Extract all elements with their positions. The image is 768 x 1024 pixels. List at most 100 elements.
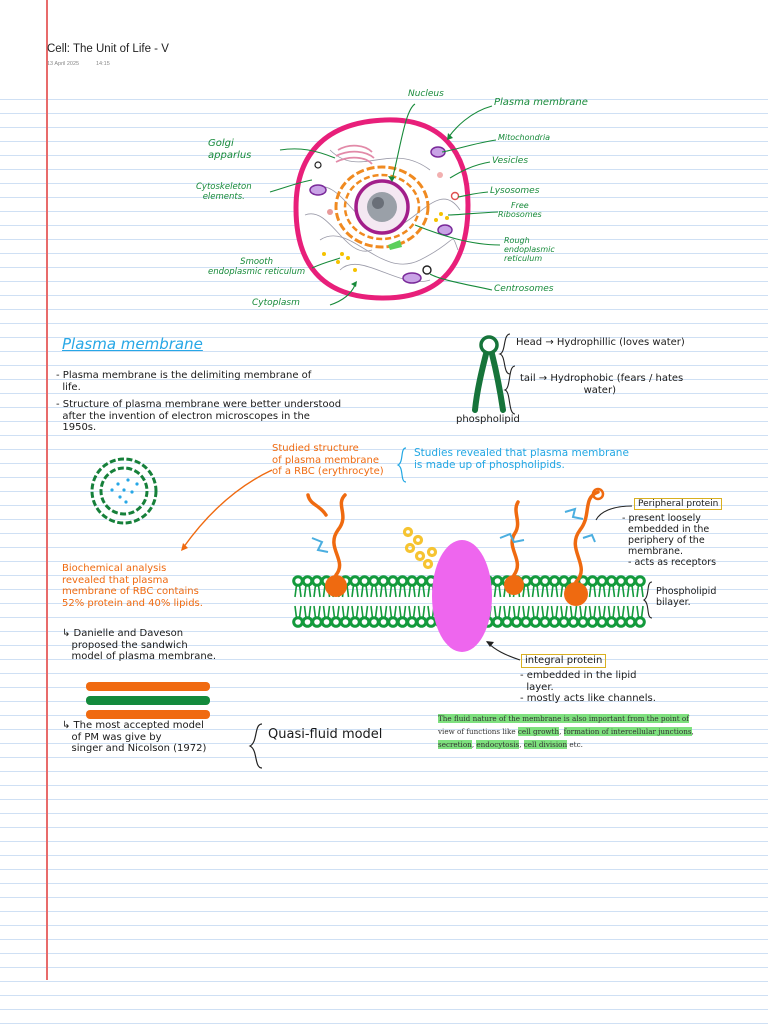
bilayer-tail	[313, 584, 321, 598]
bilayer-tail	[294, 605, 302, 619]
phospholipid-label: phospholipid	[456, 414, 520, 425]
sandwich-model	[86, 682, 210, 719]
excerpt-junctions: formation of intercellular junctions	[563, 727, 692, 736]
excerpt-line-3f: etc.	[567, 740, 583, 749]
note-quasi-fluid-model: Quasi-fluid model	[268, 727, 383, 742]
bilayer-head	[596, 575, 608, 587]
excerpt-line-3d: ,	[519, 740, 524, 749]
bilayer-tail	[617, 605, 625, 619]
bilayer-tail	[360, 584, 369, 598]
bilayer-head	[567, 616, 580, 628]
bilayer-tail	[389, 605, 397, 619]
label-free-ribosomes: Free Ribosomes	[498, 201, 542, 220]
bilayer-tail	[626, 584, 635, 598]
bilayer-head	[615, 575, 627, 587]
bilayer-tail	[313, 605, 321, 619]
bilayer-head	[491, 575, 504, 587]
bilayer-head	[368, 616, 380, 628]
bilayer-head	[558, 616, 570, 628]
bilayer-head	[406, 575, 418, 587]
bilayer-tail	[294, 584, 302, 598]
bilayer-head	[548, 616, 561, 628]
bilayer-head	[396, 575, 409, 587]
bilayer-head	[415, 616, 428, 628]
excerpt-line-2e: ,	[691, 727, 694, 736]
bilayer-tail	[550, 605, 559, 619]
bilayer-tail	[303, 605, 312, 619]
label-golgi: Golgi apparlus	[208, 138, 252, 161]
bilayer-tail	[379, 584, 388, 598]
label-vesicles: Vesicles	[492, 156, 529, 166]
peripheral-protein-label: Peripheral protein	[634, 498, 723, 511]
bilayer-tail	[522, 605, 530, 619]
bilayer-head	[586, 575, 599, 587]
bilayer-head	[330, 616, 342, 628]
label-rough-er: Rough endoplasmic reticulum	[504, 236, 555, 264]
bilayer-head	[349, 616, 361, 628]
phospholipid-icon	[472, 333, 516, 415]
bilayer-head	[387, 616, 399, 628]
bilayer-head	[558, 575, 570, 587]
phospholipid-head-note: Head → Hydrophillic (loves water)	[516, 337, 685, 348]
bilayer-tail	[541, 605, 549, 619]
label-plasma-membrane: Plasma membrane	[494, 97, 588, 108]
bilayer-tail	[493, 605, 502, 619]
bilayer-tail	[417, 605, 426, 619]
excerpt-line-1: The fluid nature of the membrane is also…	[438, 714, 689, 723]
bilayer-head	[539, 616, 551, 628]
bilayer-tail	[636, 605, 644, 619]
bilayer-head	[634, 575, 646, 587]
bilayer-tail	[341, 605, 350, 619]
bilayer-tail	[332, 605, 340, 619]
bilayer-head	[349, 575, 361, 587]
bilayer-head	[586, 616, 599, 628]
note-point-2: - Structure of plasma membrane were bett…	[56, 399, 342, 433]
bilayer-head	[406, 616, 418, 628]
bilayer-tail	[322, 605, 331, 619]
page-date: 13 April 2025	[47, 61, 80, 67]
bilayer-tail	[531, 584, 540, 598]
note-most-accepted: ↳ The most accepted model of PM was give…	[62, 720, 207, 754]
page-title: Cell: The Unit of Life - V	[47, 43, 169, 55]
bilayer-tail	[531, 605, 540, 619]
bilayer-head	[292, 575, 304, 587]
bilayer-tail	[550, 584, 559, 598]
excerpt-line-3b: ,	[471, 740, 477, 749]
label-mitochondria: Mitochondria	[498, 133, 551, 142]
note-studies-revealed: Studies revealed that plasma membrane is…	[414, 447, 629, 472]
bilayer-tail	[636, 584, 644, 598]
bilayer-head	[510, 616, 523, 628]
bilayer-head	[311, 616, 323, 628]
bilayer-tail	[379, 605, 388, 619]
excerpt-cell-growth: cell growth	[517, 727, 560, 736]
bilayer-tail	[370, 584, 378, 598]
bilayer-head	[320, 616, 333, 628]
bilayer-head	[529, 575, 542, 587]
textbook-excerpt: The fluid nature of the membrane is also…	[438, 712, 750, 751]
margin-line	[46, 0, 48, 980]
bilayer-head	[605, 575, 618, 587]
bilayer-tail	[408, 584, 416, 598]
bilayer-head	[301, 575, 314, 587]
bilayer-head	[634, 616, 646, 628]
plasma-membrane-heading: Plasma membrane	[62, 335, 203, 353]
integral-protein-note: - embedded in the lipid layer. - mostly …	[520, 670, 656, 704]
bilayer-head	[368, 575, 380, 587]
label-nucleus: Nucleus	[408, 89, 444, 99]
bilayer-tail	[617, 584, 625, 598]
bilayer-tail	[588, 584, 597, 598]
bilayer-head	[377, 575, 390, 587]
bilayer-tail	[503, 605, 511, 619]
bilayer-head	[624, 616, 637, 628]
bilayer-tail	[588, 605, 597, 619]
orange-arrow	[182, 469, 273, 549]
note-danielle-daveson: ↳ Danielle and Daveson proposed the sand…	[62, 628, 217, 662]
rbc-diagram	[90, 457, 158, 525]
bilayer-head	[491, 616, 504, 628]
phospholipid-bilayer-label: Phospholipid bilayer.	[656, 586, 717, 608]
bilayer-head	[377, 616, 390, 628]
bilayer-head	[301, 616, 314, 628]
label-centrosomes: Centrosomes	[494, 284, 554, 294]
bilayer-tail	[569, 605, 578, 619]
bilayer-tail	[522, 584, 530, 598]
